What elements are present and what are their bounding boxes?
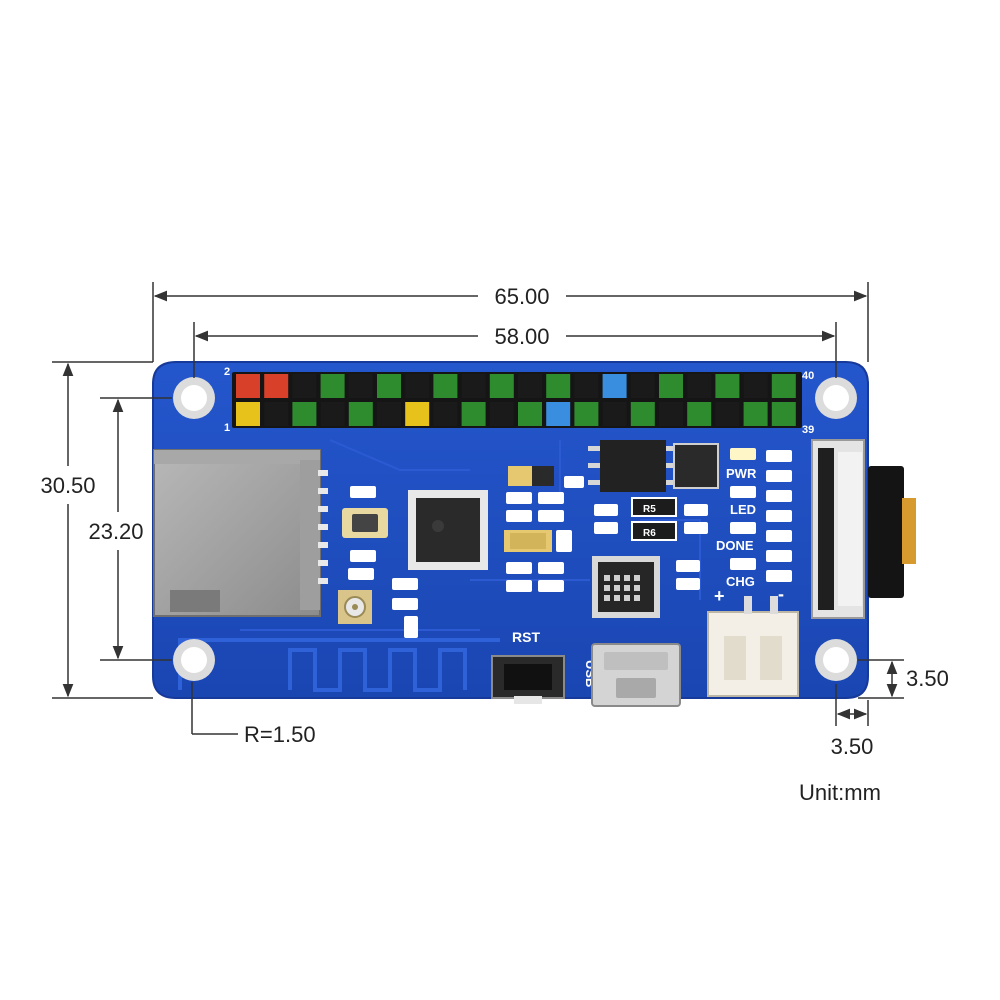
- gpio-pin-top: [264, 374, 289, 398]
- resistor-r5: R5: [631, 497, 677, 517]
- gpio-pin-top: [518, 374, 542, 398]
- regulator-chip: [673, 443, 719, 489]
- pin-label-39: 39: [802, 424, 814, 436]
- esp-mcu-chip: [408, 490, 488, 570]
- micro-sd-slot: [153, 449, 328, 617]
- gpio-pin-top: [574, 374, 599, 398]
- dimension-hole-radius: R=1.50: [244, 722, 316, 747]
- led-label-done: DONE: [716, 538, 754, 553]
- gpio-pin-top: [630, 374, 655, 398]
- gpio-pin-bottom: [518, 402, 542, 426]
- gpio-pin-top: [348, 374, 373, 398]
- inductor-component: [504, 530, 552, 552]
- gpio-pin-bottom: [264, 402, 289, 426]
- gpio-pin-bottom: [405, 402, 430, 426]
- tantalum-capacitor: [508, 466, 554, 486]
- gpio-pin-bottom: [461, 402, 486, 426]
- pin-label-2: 2: [224, 366, 230, 378]
- gpio-pins: [236, 374, 796, 426]
- gpio-pin-bottom: [659, 402, 683, 426]
- gpio-pin-top: [489, 374, 514, 398]
- battery-plus-label: +: [714, 586, 725, 606]
- gpio-pin-bottom: [771, 402, 796, 426]
- mounting-hole-top-right: [815, 377, 857, 419]
- pcb-traces: [240, 439, 701, 631]
- dimension-hole-offset-vertical: 3.50: [906, 666, 949, 691]
- gpio-pin-top: [602, 374, 627, 398]
- gpio-pin-bottom: [377, 402, 401, 426]
- resistor-r5-label: R5: [643, 504, 656, 515]
- gpio-pin-top: [715, 374, 740, 398]
- gpio-pin-bottom: [236, 402, 260, 426]
- gpio-pin-bottom: [630, 402, 655, 426]
- pin-label-1: 1: [224, 422, 230, 434]
- gpio-pin-top: [433, 374, 458, 398]
- pin-label-40: 40: [802, 370, 814, 382]
- gpio-pin-bottom: [292, 402, 317, 426]
- gpio-pin-bottom: [602, 402, 627, 426]
- gpio-pin-top: [771, 374, 796, 398]
- gpio-pin-bottom: [489, 402, 514, 426]
- gpio-header: [232, 372, 802, 428]
- mounting-hole-top-left: [173, 377, 215, 419]
- passive-components-middle: [506, 476, 584, 592]
- gpio-pin-top: [461, 374, 486, 398]
- mounting-hole-bottom-left: [173, 639, 215, 681]
- reset-label: RST: [512, 629, 540, 645]
- gpio-pin-top: [743, 374, 768, 398]
- gpio-pin-bottom: [743, 402, 768, 426]
- gpio-pin-top: [405, 374, 430, 398]
- reset-button: [491, 655, 565, 704]
- power-management-chip: [588, 440, 678, 492]
- dimension-hole-spacing-height: 23.20: [88, 519, 143, 544]
- gpio-pin-top: [292, 374, 317, 398]
- gpio-pin-top: [546, 374, 571, 398]
- led-label-pwr: PWR: [726, 466, 757, 481]
- fpc-connector: [811, 439, 916, 619]
- passive-components-left: [348, 486, 418, 638]
- gpio-pin-bottom: [320, 402, 345, 426]
- dimension-lines: [52, 282, 904, 735]
- gpio-pin-bottom: [546, 402, 571, 426]
- battery-connector: [707, 596, 799, 697]
- gpio-pin-bottom: [433, 402, 458, 426]
- status-leds: [730, 448, 792, 582]
- led-label-chg: CHG: [726, 574, 755, 589]
- dimension-hole-offset-horizontal: 3.50: [831, 734, 874, 759]
- dimension-overall-width: 65.00: [494, 284, 549, 309]
- gpio-pin-top: [320, 374, 345, 398]
- gpio-pin-bottom: [715, 402, 740, 426]
- battery-minus-label: -: [778, 584, 784, 604]
- gpio-pin-top: [687, 374, 712, 398]
- passive-components-right: [594, 504, 708, 590]
- ufl-antenna-connector: [338, 590, 372, 624]
- gpio-pin-bottom: [687, 402, 712, 426]
- gpio-pin-bottom: [348, 402, 373, 426]
- resistor-r6: R6: [631, 521, 677, 541]
- micro-usb-port: [591, 643, 681, 707]
- gpio-pin-top: [236, 374, 260, 398]
- unit-label: Unit:mm: [799, 780, 881, 805]
- crystal-oscillator: [342, 508, 388, 538]
- resistor-r6-label: R6: [643, 528, 656, 539]
- led-label-led: LED: [730, 502, 756, 517]
- gpio-pin-top: [659, 374, 683, 398]
- gpio-pin-top: [377, 374, 401, 398]
- usb-bridge-chip: [592, 556, 660, 618]
- dimension-overall-height: 30.50: [40, 473, 95, 498]
- gpio-pin-bottom: [574, 402, 599, 426]
- dimension-hole-spacing-width: 58.00: [494, 324, 549, 349]
- mounting-hole-bottom-right: [815, 639, 857, 681]
